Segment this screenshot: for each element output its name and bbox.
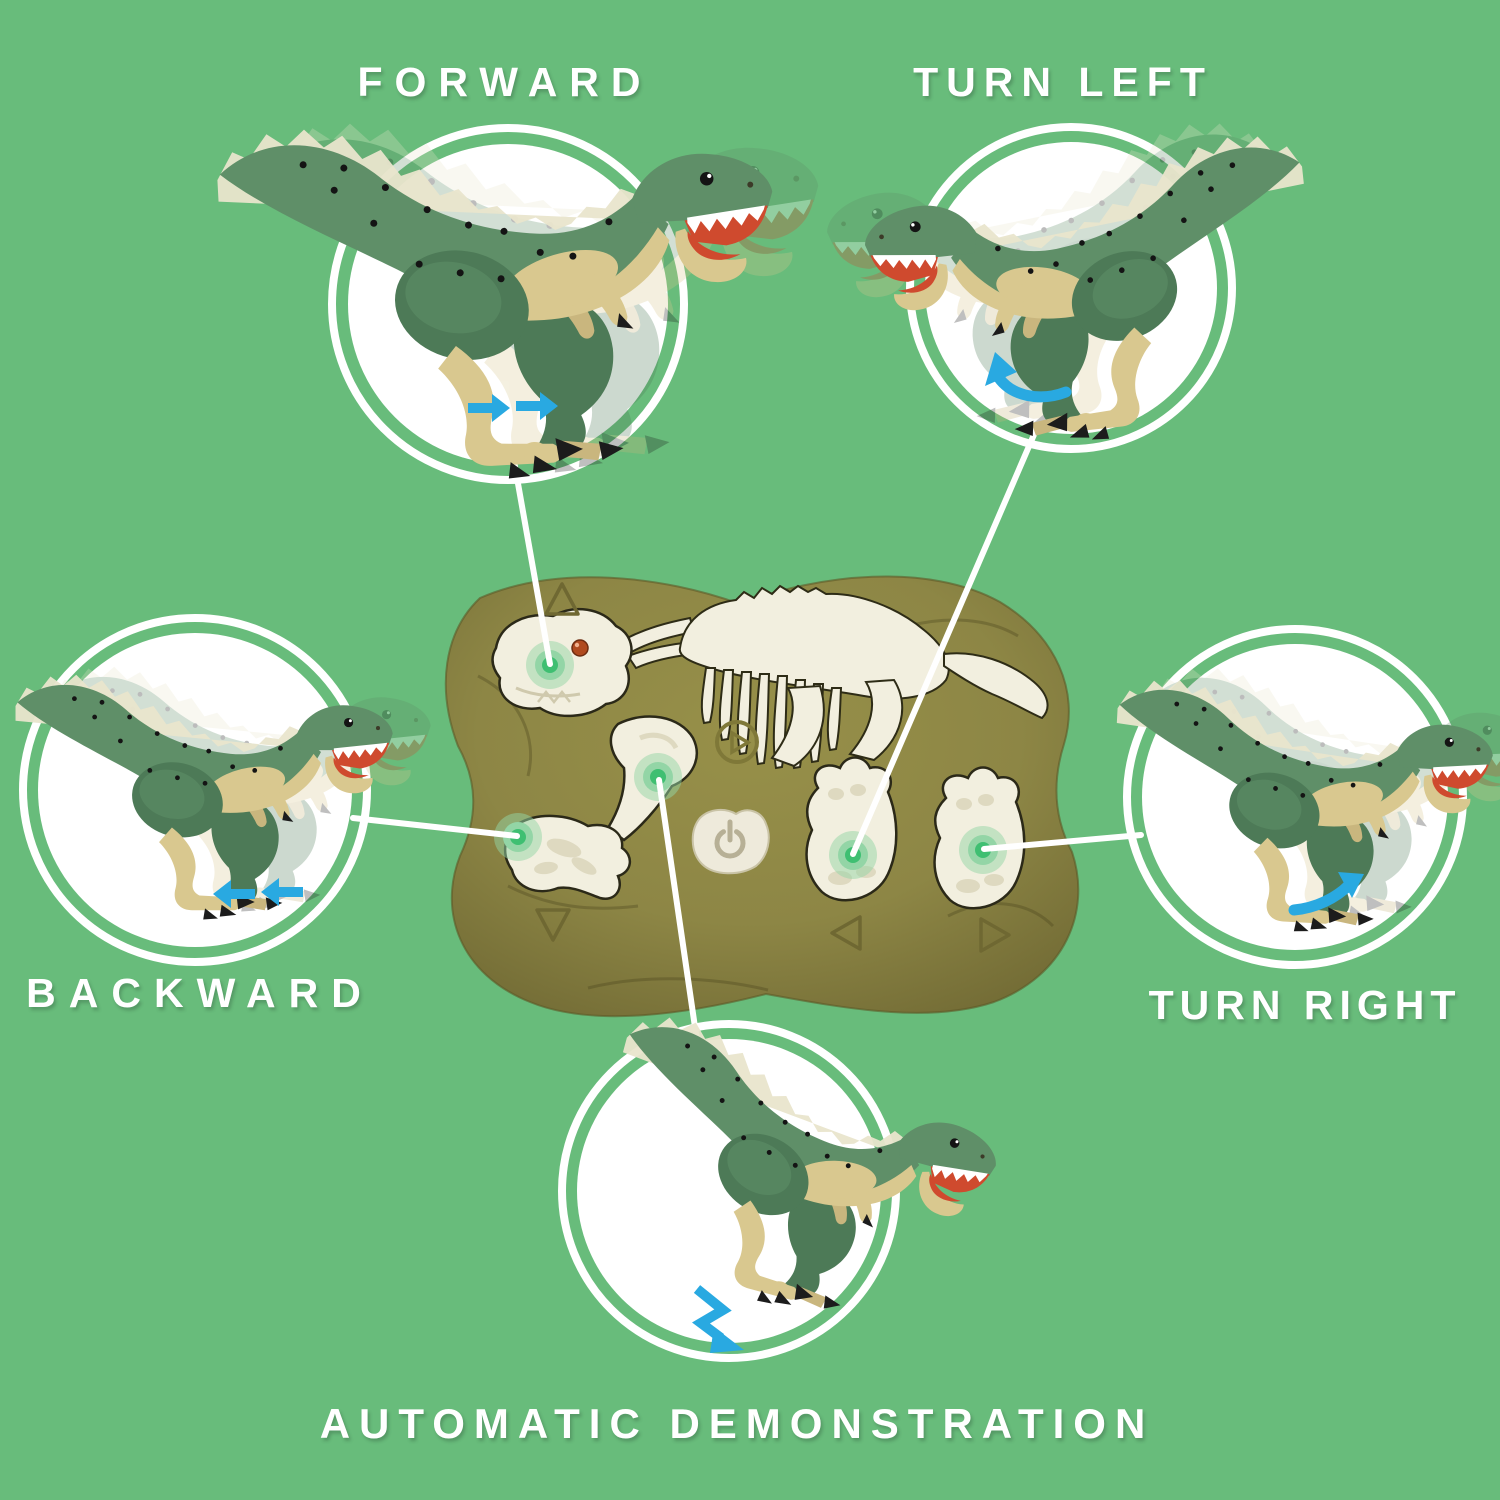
auto-demo-label: AUTOMATIC DEMONSTRATION (319, 1400, 1155, 1447)
backward-label: BACKWARD (26, 970, 374, 1016)
callout-line-auto-demo (656, 777, 700, 1044)
right-triangle-marking (979, 917, 1011, 953)
left-triangle-marking (830, 915, 862, 951)
callout-line-turn-left (850, 427, 1039, 857)
callout-line-backward (350, 815, 520, 839)
auto-demo-motion-arrow (692, 1285, 744, 1353)
forward-label: FORWARD (357, 59, 653, 105)
skull-eye-dot (571, 639, 589, 657)
turn-left-label: TURN LEFT (913, 59, 1213, 105)
power-button (691, 808, 770, 875)
fossil-skeleton-decoration (618, 584, 1049, 770)
up-triangle-marking (544, 582, 580, 616)
remote-controller (444, 575, 1080, 1018)
remote-surface-wrinkles (477, 618, 1055, 992)
turn-left-motion-arrow (985, 352, 1072, 403)
turn-right-label: TURN RIGHT (1148, 982, 1462, 1028)
power-icon (714, 819, 746, 859)
turn-right-motion-arrow (1288, 872, 1364, 916)
play-symbol (715, 720, 759, 764)
callout-line-turn-right (981, 832, 1144, 852)
callout-line-forward (511, 458, 553, 667)
down-triangle-marking (535, 908, 571, 942)
